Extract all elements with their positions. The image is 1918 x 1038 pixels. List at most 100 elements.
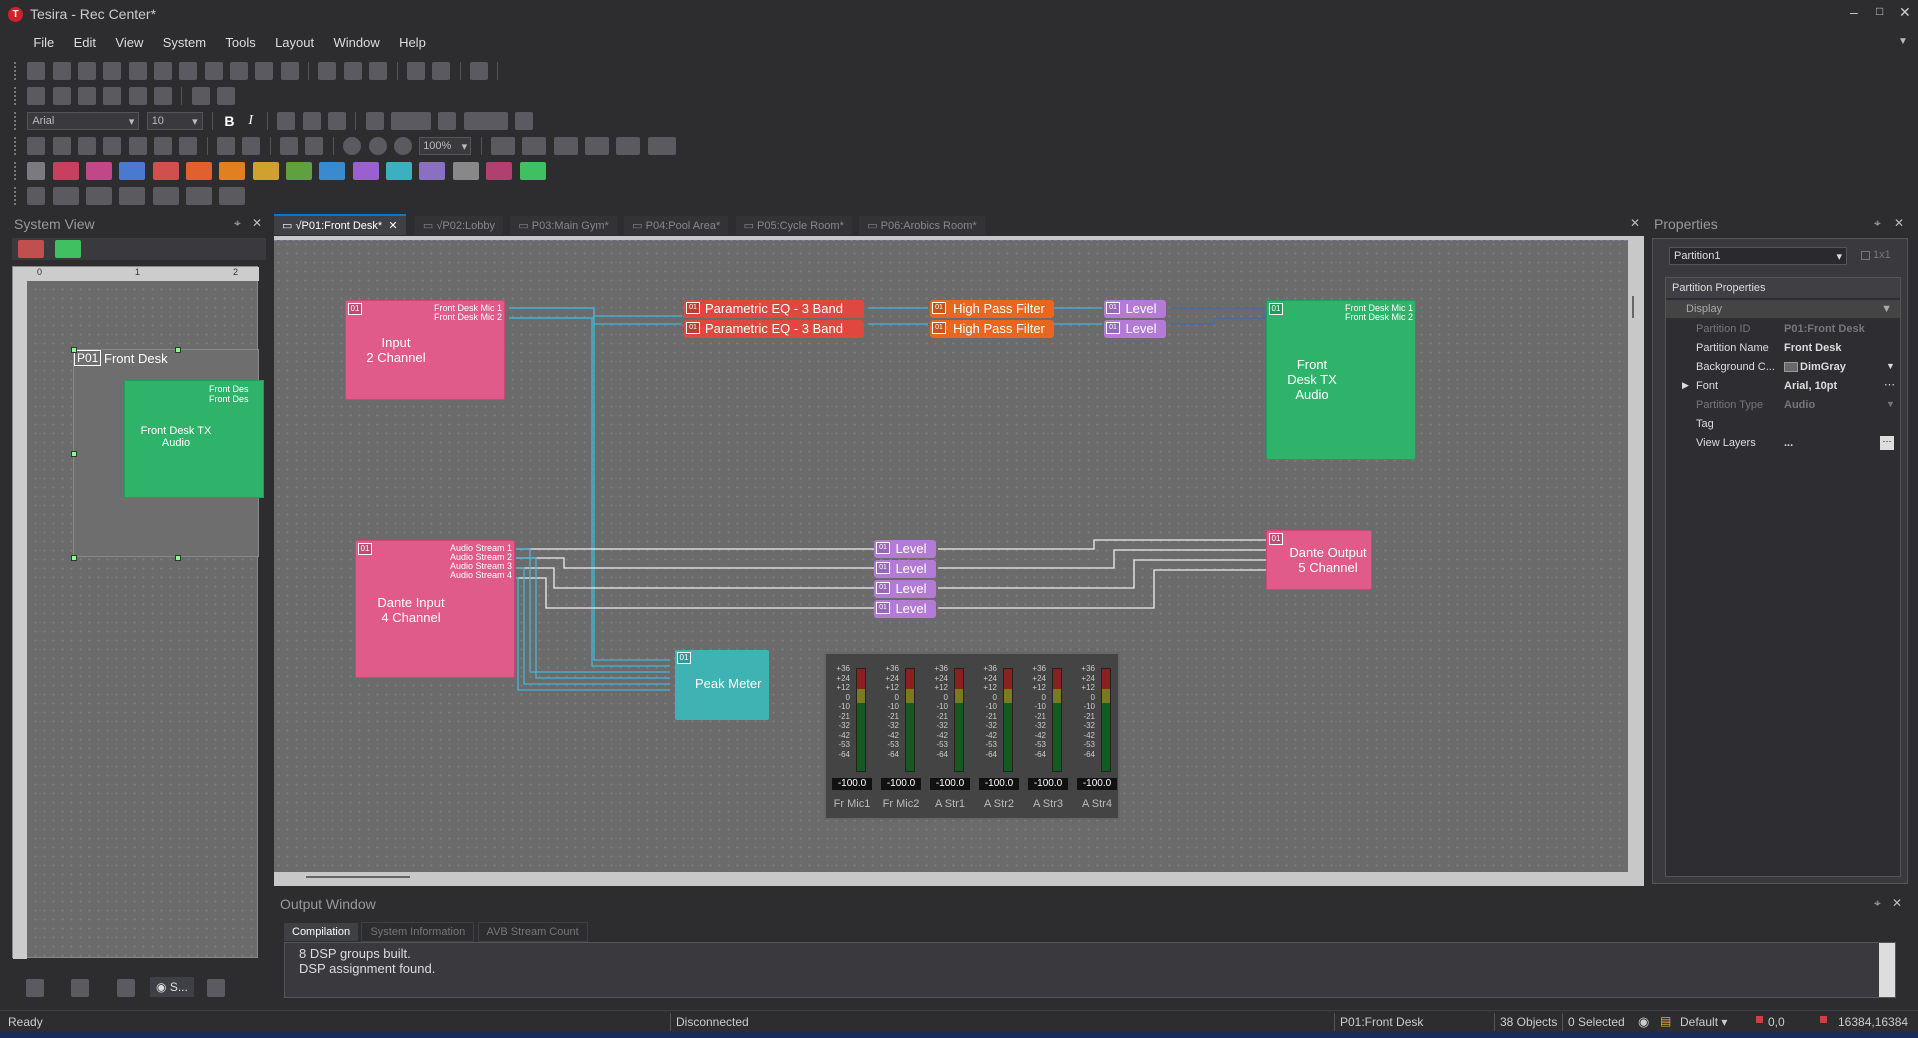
panel-close-icon[interactable]: ✕ xyxy=(1894,216,1905,230)
view-icon-7[interactable] xyxy=(179,137,198,155)
tab-compilation[interactable]: Compilation xyxy=(284,923,359,941)
panel-close-icon[interactable]: ✕ xyxy=(1892,896,1903,910)
dante-output-block[interactable]: 01 Dante Output 5 Channel xyxy=(1266,530,1372,590)
select-icon[interactable] xyxy=(27,187,46,205)
grid-icon[interactable] xyxy=(280,62,299,80)
tab-p04-pool-area[interactable]: ▭ P04:Pool Area* xyxy=(624,216,729,235)
view-icon-3[interactable] xyxy=(78,137,97,155)
paste-icon[interactable] xyxy=(369,62,388,80)
view-icon-1[interactable] xyxy=(27,137,46,155)
save-icon[interactable] xyxy=(78,62,97,80)
peak-meter-block[interactable]: 01 Peak Meter xyxy=(675,650,769,720)
prop-tag[interactable]: Tag xyxy=(1696,418,1714,430)
sysview-tab-systems[interactable]: ◉ S... xyxy=(150,977,194,998)
lock-icon[interactable]: ▤ xyxy=(1660,1014,1672,1028)
control-tool-icon-1[interactable] xyxy=(52,187,79,205)
stack-icon[interactable] xyxy=(242,137,261,155)
monitor-connect-icon[interactable] xyxy=(52,87,71,105)
block-tool-icon-3[interactable] xyxy=(119,162,146,180)
menu-view[interactable]: View xyxy=(115,35,144,50)
font-select[interactable]: Arial▾ xyxy=(27,112,140,130)
align-objects-icon[interactable] xyxy=(490,137,515,155)
zoom-out-icon[interactable] xyxy=(368,137,387,155)
zoom-in-icon[interactable] xyxy=(343,137,362,155)
zoom-fit-icon[interactable] xyxy=(393,137,412,155)
hand-stop-icon[interactable] xyxy=(128,87,147,105)
view-icon-6[interactable] xyxy=(154,137,173,155)
close-file-icon[interactable] xyxy=(230,62,249,80)
block-tool-icon-13[interactable] xyxy=(452,162,479,180)
view-icon-5[interactable] xyxy=(128,137,147,155)
block-tool-icon-6[interactable] xyxy=(219,162,246,180)
scrollbar-horizontal[interactable] xyxy=(294,872,1624,882)
fill-color-icon[interactable] xyxy=(463,112,508,130)
block-tool-icon-9[interactable] xyxy=(319,162,346,180)
monitor-icon[interactable] xyxy=(27,87,46,105)
document-close-icon[interactable]: ✕ xyxy=(1630,216,1641,230)
network-icon[interactable] xyxy=(78,87,97,105)
new-file-icon[interactable] xyxy=(27,62,46,80)
center-icon[interactable] xyxy=(616,137,641,155)
tab-p01-front-desk[interactable]: ▭ √P01:Front Desk* ✕ xyxy=(274,214,406,235)
font-size-select[interactable]: 10▾ xyxy=(146,112,203,130)
table-view-icon[interactable] xyxy=(280,137,299,155)
system-view-canvas[interactable]: 0 1 2 P01 Front Desk Front Des Front Des… xyxy=(12,266,264,959)
menu-help[interactable]: Help xyxy=(399,35,426,50)
sysview-tab-icon-2[interactable] xyxy=(71,979,90,997)
block-tool-icon-10[interactable] xyxy=(352,162,379,180)
sysview-add-icon[interactable] xyxy=(55,240,82,258)
view-icon-2[interactable] xyxy=(52,137,71,155)
log-scrollbar[interactable] xyxy=(1879,943,1895,997)
menu-overflow-icon[interactable]: ▼ xyxy=(1898,36,1908,47)
sysview-tool-icon[interactable] xyxy=(18,240,44,258)
tab-p06-arobics-room[interactable]: ▭ P06:Arobics Room* xyxy=(859,216,985,235)
open-file-icon[interactable] xyxy=(52,62,71,80)
menu-edit[interactable]: Edit xyxy=(73,35,97,50)
block-tool-icon-14[interactable] xyxy=(486,162,513,180)
tab-p02-lobby[interactable]: ▭ √P02:Lobby xyxy=(414,216,503,235)
block-tool-icon-5[interactable] xyxy=(186,162,213,180)
fill-icon[interactable] xyxy=(365,112,384,130)
image-icon[interactable] xyxy=(255,62,274,80)
eye-icon[interactable]: ◉ xyxy=(1638,1014,1650,1029)
export-icon[interactable] xyxy=(204,62,223,80)
view-icon-4[interactable] xyxy=(103,137,122,155)
block-tool-icon-4[interactable] xyxy=(152,162,179,180)
control-tool-icon-2[interactable] xyxy=(86,187,113,205)
layer-select[interactable]: Default ▾ xyxy=(1680,1015,1728,1029)
device-sync-icon[interactable] xyxy=(154,62,173,80)
send-config-icon[interactable] xyxy=(128,62,147,80)
group-icon[interactable] xyxy=(553,137,578,155)
menu-layout[interactable]: Layout xyxy=(275,35,315,50)
grid-view-icon[interactable] xyxy=(305,137,324,155)
hand-icon[interactable] xyxy=(103,87,122,105)
sysview-partition[interactable]: P01 Front Desk Front Des Front Des Front… xyxy=(73,349,264,557)
wrench-icon[interactable] xyxy=(191,87,210,105)
pin-icon[interactable]: ⌖ xyxy=(1874,216,1881,230)
pin-icon[interactable]: ⌖ xyxy=(1874,896,1881,910)
minimize-icon[interactable]: – xyxy=(1850,4,1858,20)
menu-system[interactable]: System xyxy=(162,35,207,50)
menu-file[interactable]: File xyxy=(33,35,55,50)
pen-icon[interactable] xyxy=(515,112,534,130)
align-left-icon[interactable] xyxy=(277,112,296,130)
control-tool-icon-5[interactable] xyxy=(186,187,213,205)
tab-p05-cycle-room[interactable]: ▭ P05:Cycle Room* xyxy=(735,216,852,235)
print-icon[interactable] xyxy=(469,62,488,80)
sysview-tx-block[interactable]: Front Des Front Des Front Desk TX Audio xyxy=(124,380,264,498)
layers-icon[interactable] xyxy=(217,137,236,155)
pointer-icon[interactable] xyxy=(27,162,46,180)
spacing-icon[interactable] xyxy=(584,137,609,155)
table-icon[interactable] xyxy=(217,87,236,105)
